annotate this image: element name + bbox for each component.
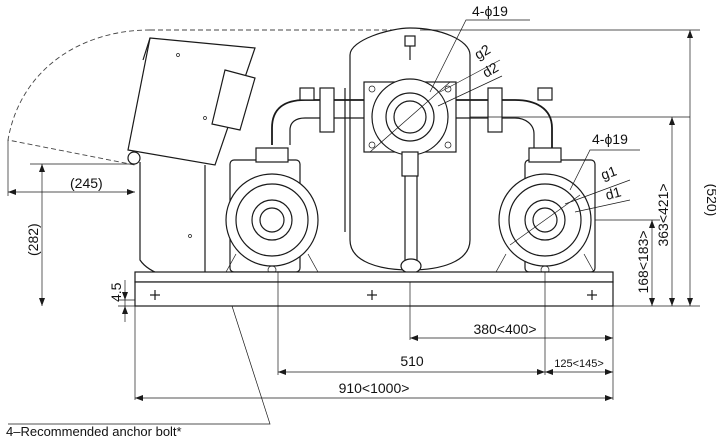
- label-d1: d1: [604, 183, 623, 203]
- label-245: (245): [70, 175, 103, 191]
- right-flange: [487, 87, 503, 133]
- right-pump-foot: [495, 253, 507, 273]
- box-screw: [203, 116, 207, 120]
- anchor-leader: [8, 305, 271, 425]
- center-diameter-line: [369, 81, 451, 153]
- right-pump: [495, 147, 596, 275]
- dimension-labels: 4-ϕ19 g2 d2 4-ϕ19 g1 d1 (245) (282) 4.5 …: [6, 3, 716, 439]
- label-top-holes: 4-ϕ19: [472, 3, 508, 19]
- base-top-rail: [134, 271, 614, 283]
- d1-leader: [574, 199, 631, 213]
- control-box-body: [127, 37, 256, 166]
- base-frame: [134, 271, 614, 307]
- right-pump-outlet: [528, 147, 562, 163]
- top-holes-leader: [429, 19, 530, 93]
- right-pump-eye-outer: [524, 199, 566, 241]
- box-screw: [176, 53, 180, 57]
- stand-screw: [188, 234, 192, 238]
- label-g1: g1: [599, 162, 619, 182]
- label-right-holes: 4-ϕ19: [592, 131, 628, 147]
- flange-bolt: [444, 141, 452, 149]
- box-stand: [139, 162, 206, 284]
- center-bore-outer: [385, 92, 435, 142]
- tank-bottom-fitting: [400, 258, 422, 274]
- label-anchor-bolt: 4–Recommended anchor bolt*: [6, 424, 182, 439]
- flange-bolt: [368, 141, 376, 149]
- label-125-145: 125<145>: [554, 358, 604, 370]
- right-header-pipe-outer: [452, 99, 553, 150]
- base-plate: [134, 281, 614, 307]
- right-valve-cap: [537, 87, 553, 101]
- label-380-400: 380<400>: [473, 321, 536, 337]
- right-pump-eye-inner: [532, 207, 558, 233]
- discharge-manifold: [271, 78, 553, 232]
- left-pump-eye-outer: [251, 199, 293, 241]
- control-panel-window: [211, 69, 256, 131]
- left-header-pipe-inner: [289, 117, 368, 145]
- label-363-421: 363<421>: [655, 183, 671, 246]
- right-pump-ring: [508, 183, 582, 257]
- label-d2: d2: [480, 59, 502, 81]
- left-valve-cap: [299, 87, 315, 101]
- g1-leader: [564, 179, 631, 205]
- left-pump-ring: [235, 183, 309, 257]
- g2-leader: [439, 59, 501, 93]
- hinge-circle: [127, 151, 141, 165]
- label-4-5: 4.5: [108, 282, 124, 302]
- left-flange: [319, 87, 335, 133]
- right-holes-leader: [569, 149, 640, 191]
- left-pump-outlet: [255, 147, 289, 163]
- left-pump: [225, 147, 319, 275]
- swing-arc: [7, 29, 151, 166]
- stand-outline: [139, 162, 206, 284]
- right-header-pipe-inner: [452, 117, 535, 150]
- control-box: [7, 29, 420, 166]
- left-pump-foot: [225, 253, 237, 273]
- label-282: (282): [25, 223, 41, 256]
- left-pump-casing: [225, 173, 319, 267]
- left-pump-eye-inner: [259, 207, 285, 233]
- label-910-1000: 910<1000>: [339, 380, 410, 396]
- tank-valve: [404, 35, 416, 47]
- d2-leader: [437, 75, 503, 107]
- box-edge: [142, 37, 151, 61]
- label-g2: g2: [472, 41, 494, 63]
- center-bore-inner: [393, 100, 427, 134]
- flange-bolt: [368, 85, 376, 93]
- left-pump-foot: [307, 253, 319, 273]
- right-pump-diameter-line: [509, 194, 581, 246]
- right-pump-foot: [583, 253, 595, 273]
- label-168-183: 168<183>: [635, 230, 651, 293]
- label-520: (520): [704, 184, 716, 217]
- arrowheads: [8, 30, 693, 401]
- dimension-lines: [7, 19, 700, 425]
- label-510: 510: [400, 353, 424, 369]
- center-stem: [401, 151, 419, 177]
